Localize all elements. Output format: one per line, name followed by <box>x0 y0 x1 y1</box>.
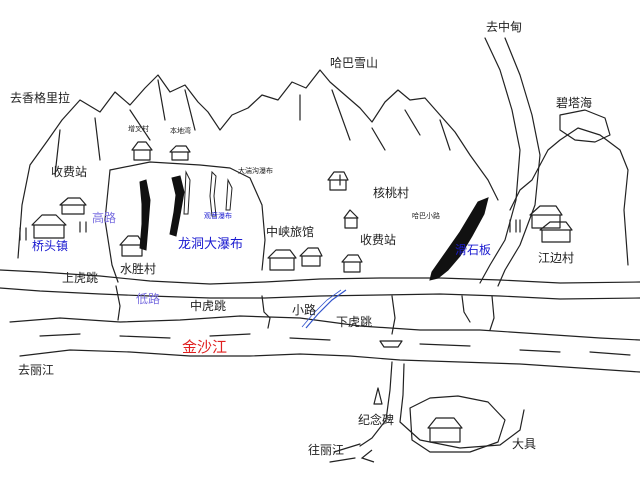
tiger-leap-notches <box>261 295 495 331</box>
houses-daju <box>427 417 463 443</box>
monument-obelisk <box>373 387 383 405</box>
label-haba-trail: 哈巴小路 <box>412 212 440 220</box>
label-daju: 大具 <box>512 437 537 451</box>
houses-jiangbian <box>529 205 573 243</box>
houses-zengcha <box>131 141 191 161</box>
road-south-west <box>359 361 393 447</box>
east-ridge <box>509 127 629 266</box>
houses-qiaotou <box>31 197 87 239</box>
label-middle-tiger-leap: 中虎跳 <box>190 299 227 313</box>
river-bank-south <box>19 349 640 373</box>
houses-shuisheng <box>119 235 145 257</box>
waterfall-longhe <box>169 175 185 237</box>
cliff-left <box>104 169 119 283</box>
road-zhongdian-1 <box>479 37 521 284</box>
label-toll-station-east: 收费站 <box>360 233 397 247</box>
label-toward-lijiang: 往丽江 <box>308 443 345 457</box>
waterfall-huashiban <box>429 197 489 281</box>
highway-upper <box>0 269 640 285</box>
label-bendi-wan: 本地湾 <box>170 127 191 135</box>
label-monument: 纪念碑 <box>358 413 395 427</box>
label-haba-snow-mountain: 哈巴雪山 <box>330 56 379 70</box>
bitahai-lake <box>559 109 611 143</box>
label-daju-waterfall: 大湍沟瀑布 <box>238 167 273 175</box>
mountain-inner-lines <box>54 79 451 176</box>
label-guanyin-waterfall: 观音瀑布 <box>204 212 232 220</box>
river-current <box>39 333 631 356</box>
label-huashiban: 滑石板 <box>455 243 492 257</box>
path-to-lower-tiger-leap <box>391 295 396 335</box>
houses-walnut <box>327 171 359 229</box>
road-south-east <box>399 363 525 449</box>
label-qiaotou-town: 桥头镇 <box>32 239 69 253</box>
arrow-lijiang <box>360 449 375 463</box>
label-shuisheng-village: 水胜村 <box>120 262 157 276</box>
label-bitahai: 碧塔海 <box>556 96 593 110</box>
label-mid-gorge-inn: 中峡旅馆 <box>266 225 315 239</box>
label-longhe-waterfall: 龙洞大瀑布 <box>178 237 244 252</box>
mountain-ridge <box>17 69 499 259</box>
label-jiangbian-village: 江边村 <box>538 251 575 265</box>
label-trail: 小路 <box>292 303 317 317</box>
trail-to-river <box>305 289 347 329</box>
label-to-zhongdian: 去中甸 <box>486 20 523 34</box>
highway-lower <box>0 287 640 300</box>
waterfall-left <box>139 179 151 251</box>
label-jinsha-river: 金沙江 <box>182 338 228 356</box>
label-toll-station-west: 收费站 <box>51 165 88 179</box>
river-bank-north <box>9 315 640 341</box>
label-upper-tiger-leap: 上虎跳 <box>62 271 99 285</box>
road-to-lijiang <box>329 443 361 463</box>
label-to-lijiang: 去丽江 <box>18 363 55 377</box>
label-walnut-village: 核桃村 <box>373 186 410 200</box>
houses-midgorge <box>267 247 363 273</box>
path-to-upper-tiger-leap <box>115 285 121 321</box>
daju-hills <box>409 395 506 453</box>
waterfall-guanyin <box>183 170 233 217</box>
label-zengcha-village: 增叉村 <box>128 125 149 133</box>
label-lower-tiger-leap: 下虎跳 <box>336 315 373 329</box>
ferry-boat <box>379 340 403 348</box>
plateau-edge <box>109 161 266 271</box>
road-zhongdian-2 <box>497 37 541 287</box>
label-high-road: 高路 <box>92 211 117 225</box>
fences <box>19 174 521 241</box>
label-to-shangri-la: 去香格里拉 <box>10 91 71 105</box>
label-low-road: 低路 <box>136 292 161 306</box>
